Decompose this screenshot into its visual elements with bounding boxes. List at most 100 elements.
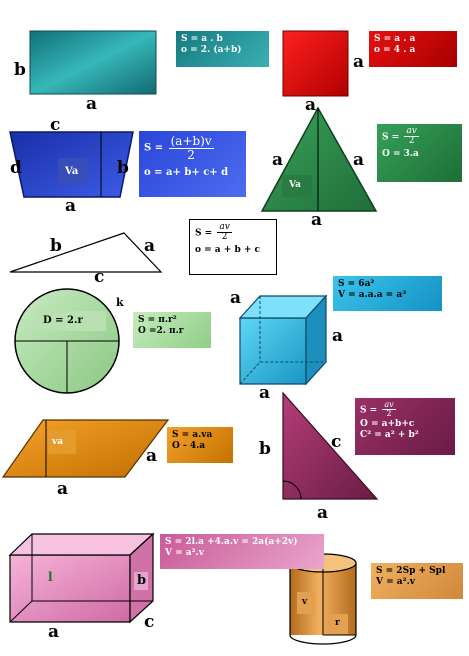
scalene-area-denominator: 2 (221, 232, 228, 243)
square-perimeter-formula: o = 4 . a (374, 45, 416, 56)
scalene-label-a: a (144, 236, 156, 256)
right-triangle-area-numerator: av (382, 400, 396, 411)
right-triangle-shape (282, 391, 379, 500)
trapezoid-label-a: a (65, 196, 77, 216)
scalene-area-formula: S = av 2 (195, 222, 271, 243)
scalene-label-c: c (94, 267, 105, 287)
cylinder-outline (289, 563, 357, 645)
trapezoid-area-lhs: S = (144, 142, 164, 154)
isosceles-area-denominator: 2 (408, 136, 415, 147)
cube-label-right: a (332, 326, 344, 346)
circle-diameter-label: D = 2.r (43, 315, 83, 326)
trapezoid-area-formula: S = (a+b)v 2 (144, 135, 241, 161)
cylinder-surface-formula: S = 2Sp + Spl (376, 566, 446, 576)
isosceles-area-numerator: av (404, 126, 419, 138)
cube-volume-formula: V = a.a.a = a³ (338, 290, 407, 301)
scalene-triangle-shape (9, 232, 163, 273)
isosceles-perimeter-formula: O = 3.a (382, 148, 419, 159)
cube-front (239, 317, 307, 385)
scalene-area-fraction: av 2 (217, 222, 232, 243)
parallelogram-label-right: a (146, 446, 158, 466)
right-triangle-label-a: a (317, 503, 329, 523)
rectangle-label-b: b (14, 60, 26, 80)
isosceles-area-lhs: S = (382, 132, 400, 143)
trapezoid-height-label: Va (65, 166, 79, 177)
isosceles-area-formula: S = av 2 (382, 126, 457, 147)
cuboid-formula-box: S = 2l.a +4.a.v = 2a(a+2v) V = a².v (160, 534, 324, 569)
scalene-label-b: b (50, 236, 62, 256)
trapezoid-label-b: b (117, 158, 129, 178)
cube-label-bottom: a (259, 383, 271, 403)
cuboid-volume-formula: V = a².v (165, 548, 204, 559)
cuboid-front (9, 554, 131, 623)
right-triangle-perimeter-formula: O = a+b+c (360, 418, 415, 429)
cuboid-top (8, 533, 155, 556)
rectangle-area-formula: S = a . b (181, 34, 223, 44)
cylinder-label-r: r (335, 618, 340, 628)
square-label-bottom: a (305, 95, 317, 115)
cube-surface-formula: S = 6a² (338, 279, 375, 289)
cylinder-formula-box: S = 2Sp + Spl V = a².v (371, 563, 463, 599)
trapezoid-formula-box: S = (a+b)v 2 o = a+ b+ c+ d (139, 131, 246, 197)
square-formula-box: S = a . a o = 4 . a (369, 31, 457, 67)
right-triangle-label-c: c (331, 432, 342, 452)
parallelogram-area-formula: S = a.va (172, 430, 213, 440)
trapezoid-area-fraction: (a+b)v 2 (168, 134, 214, 162)
right-triangle-area-formula: S = av 2 (360, 400, 450, 419)
cuboid-label-c: c (144, 612, 155, 632)
parallelogram-height-box (48, 430, 76, 454)
isosceles-area-fraction: av 2 (404, 126, 419, 147)
trapezoid-perimeter-formula: o = a+ b+ c+ d (144, 167, 229, 179)
trapezoid-height-box (58, 158, 88, 184)
circle-area-formula: S = π.r² (138, 315, 177, 325)
scalene-formula-box: S = av 2 o = a + b + c (189, 219, 277, 275)
rectangle-shape (29, 30, 157, 95)
cylinder-r-box (330, 614, 348, 634)
circle-perimeter-formula: O =2. π.r (138, 326, 184, 337)
right-triangle-area-fraction: av 2 (382, 400, 396, 419)
cylinder-label-v: v (302, 597, 308, 607)
rectangle-perimeter-formula: o = 2. (a+b) (181, 45, 242, 56)
trapezoid-label-c: c (50, 115, 61, 135)
right-triangle-pythagoras-formula: C² = a² + b² (360, 430, 419, 441)
circle-label-k: k (116, 296, 124, 309)
isosceles-height-box (282, 175, 312, 197)
circle-diameter-box (36, 311, 106, 331)
square-shape (282, 30, 349, 97)
cuboid-label-b: b (137, 573, 147, 588)
cylinder-volume-formula: V = a².v (376, 577, 415, 588)
isosceles-label-bottom: a (311, 210, 323, 230)
trapezoid-label-d: d (10, 158, 22, 178)
trapezoid-area-denominator: 2 (187, 147, 195, 162)
cuboid-label-l: l (48, 570, 53, 584)
rectangle-label-a: a (86, 94, 98, 114)
trapezoid-area-numerator: (a+b)v (168, 134, 214, 149)
cylinder-v-box (297, 592, 315, 614)
parallelogram-perimeter-formula: O - 4.a (172, 441, 206, 452)
parallelogram-height-label: va (52, 437, 64, 447)
cuboid-surface-formula: S = 2l.a +4.a.v = 2a(a+2v) (165, 537, 298, 547)
cuboid-label-a: a (48, 622, 60, 642)
parallelogram-label-bottom: a (57, 479, 69, 499)
isosceles-formula-box: S = av 2 O = 3.a (377, 124, 462, 182)
cube-label-left: a (230, 288, 242, 308)
scalene-area-numerator: av (217, 222, 232, 234)
isosceles-height-label: Va (289, 180, 301, 190)
square-area-formula: S = a . a (374, 34, 416, 44)
scalene-perimeter-formula: o = a + b + c (195, 244, 261, 255)
scalene-area-lhs: S = (195, 228, 213, 239)
parallelogram-shape (1, 419, 170, 478)
cube-formula-box: S = 6a² V = a.a.a = a³ (333, 276, 442, 311)
right-triangle-area-lhs: S = (360, 405, 378, 416)
circle-formula-box: S = π.r² O =2. π.r (133, 312, 211, 348)
right-angle-mark (282, 480, 302, 500)
square-label-right: a (353, 52, 365, 72)
parallelogram-formula-box: S = a.va O - 4.a (167, 427, 233, 463)
rectangle-formula-box: S = a . b o = 2. (a+b) (176, 31, 269, 67)
isosceles-label-right: a (353, 150, 365, 170)
right-triangle-label-b: b (259, 439, 271, 459)
right-triangle-formula-box: S = av 2 O = a+b+c C² = a² + b² (355, 398, 455, 455)
right-triangle-area-denominator: 2 (386, 409, 392, 419)
cuboid-side-box (134, 572, 148, 590)
